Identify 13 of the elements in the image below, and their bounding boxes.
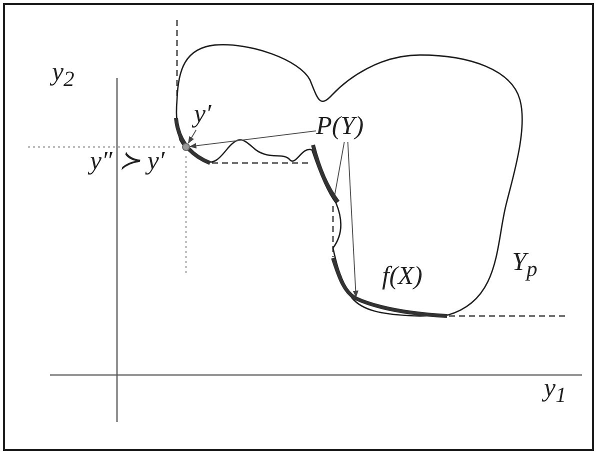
arrow [189,130,316,148]
math-label: Y$_{p}$ [512,248,538,284]
math-label: y$_{1}$ [544,374,566,410]
pareto-front-segment [311,143,340,204]
math-label: P(Y) [316,112,364,140]
math-label: f(X) [382,262,422,290]
math-label: y′ [194,100,212,128]
arrow [188,130,197,144]
pareto-front-segment [331,256,449,318]
point-marker [182,143,190,151]
math-label: y$_{2}$ [52,58,74,94]
arrow [347,142,358,298]
math-label: y″ ≻ y′ [90,147,165,175]
